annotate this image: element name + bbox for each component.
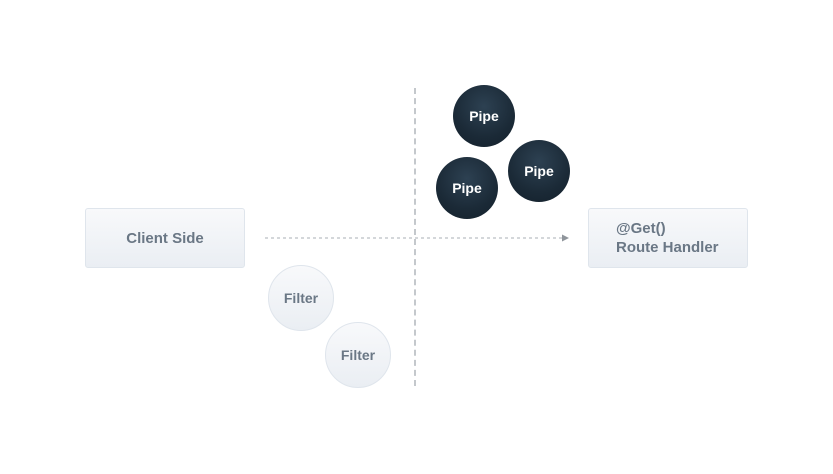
- filter-label: Filter: [283, 290, 319, 306]
- pipe-circle: Pipe: [453, 85, 515, 147]
- pipe-label: Pipe: [524, 163, 554, 179]
- filter-circle: Filter: [268, 265, 334, 331]
- filter-circle: Filter: [325, 322, 391, 388]
- route-handler-box: @Get() Route Handler: [588, 208, 748, 268]
- boundary-divider: [414, 88, 416, 386]
- pipe-label: Pipe: [469, 108, 499, 124]
- route-decorator-label: @Get(): [616, 220, 666, 237]
- filter-label: Filter: [340, 347, 376, 363]
- request-arrow-head: [562, 234, 569, 242]
- client-side-label: Client Side: [126, 229, 204, 247]
- pipe-circle: Pipe: [508, 140, 570, 202]
- pipe-label: Pipe: [452, 180, 482, 196]
- route-handler-label: Route Handler: [616, 239, 719, 256]
- client-side-box: Client Side: [85, 208, 245, 268]
- pipe-circle: Pipe: [436, 157, 498, 219]
